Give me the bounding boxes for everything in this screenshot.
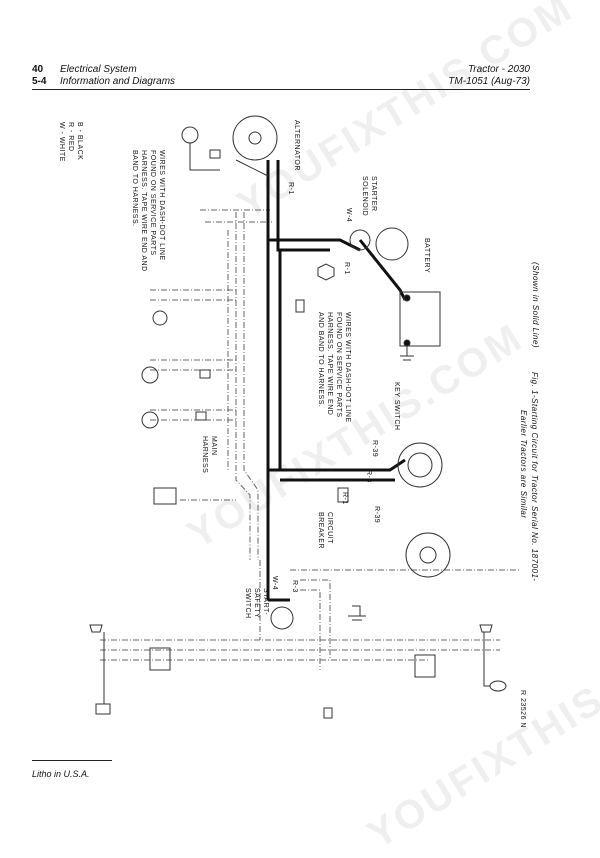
starter-solenoid-label: STARTER SOLENOID xyxy=(361,176,377,217)
wire-code: R-1 xyxy=(343,262,350,275)
caption-note: (Shown in Solid Line) xyxy=(531,262,540,349)
figure-reference: R 23526 N xyxy=(519,690,526,728)
manual-code: TM-1051 (Aug-73) xyxy=(448,76,530,87)
wire-code: R-39 xyxy=(371,440,378,458)
wire-code: R-1 xyxy=(341,492,348,505)
header-rule xyxy=(32,89,530,90)
battery-box xyxy=(399,291,441,347)
footer-text: Litho in U.S.A. xyxy=(32,769,90,779)
connector xyxy=(414,654,436,678)
harness-bundle xyxy=(100,209,520,670)
sender xyxy=(153,487,177,505)
page-header-line-1: 40 Electrical System xyxy=(32,64,137,75)
section-title: Electrical System xyxy=(60,64,137,75)
lamp xyxy=(141,366,159,384)
light-switch xyxy=(405,532,451,578)
start-safety-switch xyxy=(270,606,294,630)
lamp xyxy=(141,411,159,429)
figure-caption: Fig. 1-Starting Circuit for Tractor Seri… xyxy=(518,372,540,582)
starter-solenoid xyxy=(349,229,371,251)
legend-black: B - BLACK xyxy=(76,122,83,161)
caption-line-1: Fig. 1-Starting Circuit for Tractor Seri… xyxy=(530,372,539,582)
alternator-label: ALTERNATOR xyxy=(293,120,300,171)
alternator xyxy=(232,115,278,161)
footer-rule xyxy=(32,760,112,761)
wire-code: R-3 xyxy=(365,470,372,483)
manual-title: Tractor - 2030 xyxy=(467,64,530,75)
note-middle: WIRES WITH DASH-DOT LINE FOUND ON SERVIC… xyxy=(317,312,351,423)
subsection-title: Information and Diagrams xyxy=(60,76,176,87)
wire-code: R-3 xyxy=(291,580,298,593)
start-safety-switch-label: START-SAFETY SWITCH xyxy=(244,588,269,619)
key-switch-label: KEY SWITCH xyxy=(393,382,400,431)
lamp xyxy=(152,310,168,326)
headlight-left xyxy=(89,624,103,633)
indicator-lamp xyxy=(181,126,199,144)
connector xyxy=(149,647,171,671)
headlight-right xyxy=(479,624,493,633)
plug xyxy=(95,703,111,715)
wire-code: W-4 xyxy=(345,208,352,223)
circuit-breaker-label: CIRCUIT BREAKER xyxy=(317,512,333,549)
page-number: 40 xyxy=(32,64,44,75)
battery-label: BATTERY xyxy=(423,238,430,274)
wire-code: R-39 xyxy=(373,506,380,524)
caption-line-2: Earlier Tractors are Similar xyxy=(519,410,528,519)
subsection-number: 5-4 xyxy=(32,76,47,87)
circuit-breaker xyxy=(337,487,349,503)
starting-circuit-wires xyxy=(266,160,407,602)
key-switch xyxy=(397,442,443,488)
tail-light xyxy=(489,680,507,692)
page-header-line-2: 5-4 Information and Diagrams xyxy=(32,76,175,87)
main-harness-label: MAIN HARNESS xyxy=(201,436,217,474)
note-upper: WIRES WITH DASH-DOT LINE FOUND ON SERVIC… xyxy=(131,150,165,272)
color-legend: B - BLACK R - RED W - WHITE xyxy=(57,122,84,162)
wire-code: W-4 xyxy=(271,576,278,591)
starter-motor xyxy=(375,227,409,261)
legend-red: R - RED xyxy=(67,122,74,152)
wire-code: R-1 xyxy=(287,182,294,195)
legend-white: W - WHITE xyxy=(58,122,65,162)
